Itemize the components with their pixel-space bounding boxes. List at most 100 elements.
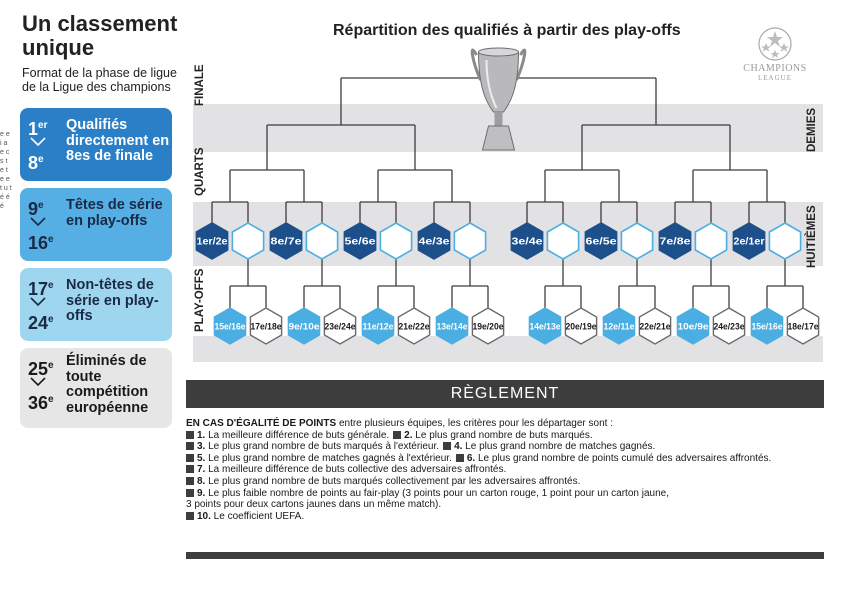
rule-text: Le plus faible nombre de points au fair-…	[205, 487, 669, 499]
bracket-title: Répartition des qualifiés à partir des p…	[333, 22, 681, 39]
tier-bottom-rank: 16e	[28, 231, 54, 252]
hex-huitieme: 1er/2e	[195, 222, 229, 260]
hex-shape	[231, 222, 265, 260]
hex-playoff: 18e/17e	[786, 307, 820, 345]
hex-shape	[323, 307, 357, 345]
hex-label: 17e/18e	[251, 322, 282, 332]
tier-bottom-rank-number: 36	[28, 393, 49, 413]
rule-number: 6.	[466, 452, 476, 464]
tier-bottom-rank-number: 8	[28, 153, 39, 173]
hex-playoff: 21e/22e	[397, 307, 431, 345]
hex-label: 12e/11e	[604, 322, 635, 332]
hex-shape	[638, 307, 672, 345]
hex-label: 8e/7e	[271, 237, 303, 248]
hex-huitieme	[379, 222, 413, 260]
left-subtitle: Format de la phase de ligue de la Ligue …	[22, 66, 177, 94]
hex-label: 10e/9e	[678, 322, 709, 332]
hex-label: 13e/14e	[437, 322, 468, 332]
left-title: Un classement unique	[22, 11, 178, 60]
hex-label: 24e/23e	[714, 322, 745, 332]
hex-label: 18e/17e	[788, 322, 819, 332]
tier-bottom-rank-suffix: e	[48, 314, 54, 325]
bullet-square-icon	[186, 430, 194, 439]
hex-shape	[528, 307, 562, 345]
reglement-intro-bold: EN CAS D'ÉGALITÉ DE POINTS	[186, 418, 337, 429]
hex-huitieme	[305, 222, 339, 260]
starball-icon	[758, 27, 792, 61]
hex-label: 2e/1er	[734, 237, 765, 248]
hex-shape	[417, 222, 451, 260]
hex-shape	[397, 307, 431, 345]
hex-shape	[712, 307, 746, 345]
rule-text: 3 points pour deux cartons jaunes dans u…	[186, 499, 442, 511]
tier-bottom-rank: 8e	[28, 151, 44, 172]
chevron-down-icon	[30, 217, 46, 229]
tier-top-rank-suffix: e	[48, 280, 54, 291]
hex-shape	[584, 222, 618, 260]
tier-bottom-rank-suffix: e	[48, 234, 54, 245]
hex-label: 5e/6e	[345, 237, 377, 248]
rule-text: Le plus grand nombre de buts marqués.	[412, 429, 593, 441]
hex-huitieme: 8e/7e	[269, 222, 303, 260]
rule-line: 1. La meilleure différence de buts génér…	[186, 430, 826, 442]
hex-playoff: 9e/10e	[287, 307, 321, 345]
tier-top-rank-number: 25	[28, 359, 49, 379]
hex-huitieme	[694, 222, 728, 260]
tier-top-rank-number: 9	[28, 199, 39, 219]
hex-playoff: 24e/23e	[712, 307, 746, 345]
bullet-square-icon	[186, 453, 194, 462]
logo-text-2: LEAGUE	[758, 74, 792, 82]
rule-text: La meilleure différence de buts générale…	[205, 429, 390, 441]
bullet-square-icon	[186, 442, 194, 451]
hex-shape	[732, 222, 766, 260]
tier-label: Éliminés de toute compétition européenne	[66, 353, 149, 416]
rule-line: 10. Le coefficient UEFA.	[186, 511, 826, 523]
hex-shape	[361, 307, 395, 345]
hex-playoff: 22e/21e	[638, 307, 672, 345]
hex-huitieme	[768, 222, 802, 260]
bottom-bar	[186, 552, 824, 559]
hex-shape	[620, 222, 654, 260]
tier-bottom-rank-number: 16	[28, 233, 49, 253]
hex-label: 15e/16e	[752, 322, 783, 332]
hex-label: 11e/12e	[363, 322, 394, 332]
tier-top-rank-suffix: er	[38, 120, 48, 131]
bullet-square-icon	[186, 488, 194, 497]
hex-label: 22e/21e	[640, 322, 671, 332]
tier-top-rank-number: 17	[28, 279, 49, 299]
chevron-down-icon	[30, 137, 46, 149]
chevron-down-icon	[30, 377, 46, 389]
hex-shape	[453, 222, 487, 260]
hex-huitieme: 3e/4e	[510, 222, 544, 260]
hex-playoff: 12e/11e	[602, 307, 636, 345]
champions-league-logo: CHAMPIONS LEAGUE	[735, 26, 815, 82]
bullet-square-icon	[186, 476, 194, 485]
reglement-rules: EN CAS D'ÉGALITÉ DE POINTS entre plusieu…	[186, 418, 826, 522]
hex-huitieme: 4e/3e	[417, 222, 451, 260]
hex-playoff: 13e/14e	[435, 307, 469, 345]
hex-shape	[694, 222, 728, 260]
tier-label: Non-têtes de série en play-offs	[66, 277, 159, 324]
hex-shape	[343, 222, 377, 260]
bullet-square-icon	[443, 442, 452, 451]
rule-text: Le coefficient UEFA.	[210, 510, 305, 522]
reglement-intro-rest: entre plusieurs équipes, les critères po…	[336, 418, 613, 429]
hex-huitieme: 5e/6e	[343, 222, 377, 260]
rule-number: 7.	[197, 464, 206, 476]
hex-label: 4e/3e	[419, 237, 451, 248]
hex-label: 14e/13e	[530, 322, 561, 332]
hex-playoff: 11e/12e	[361, 307, 395, 345]
hex-shape	[471, 307, 505, 345]
rule-number: 5.	[197, 452, 206, 464]
hex-label: 1er/2e	[197, 237, 228, 248]
hex-label: 15e/16e	[215, 322, 246, 332]
hex-huitieme	[231, 222, 265, 260]
rule-line: 5. Le plus grand nombre de matches gagné…	[186, 453, 826, 465]
rule-number: 4.	[454, 441, 463, 453]
rule-line: 3. Le plus grand nombre de buts marqués …	[186, 441, 826, 453]
hex-huitieme: 6e/5e	[584, 222, 618, 260]
hex-label: 6e/5e	[586, 237, 618, 248]
hex-shape	[435, 307, 469, 345]
bullet-square-icon	[393, 430, 402, 439]
